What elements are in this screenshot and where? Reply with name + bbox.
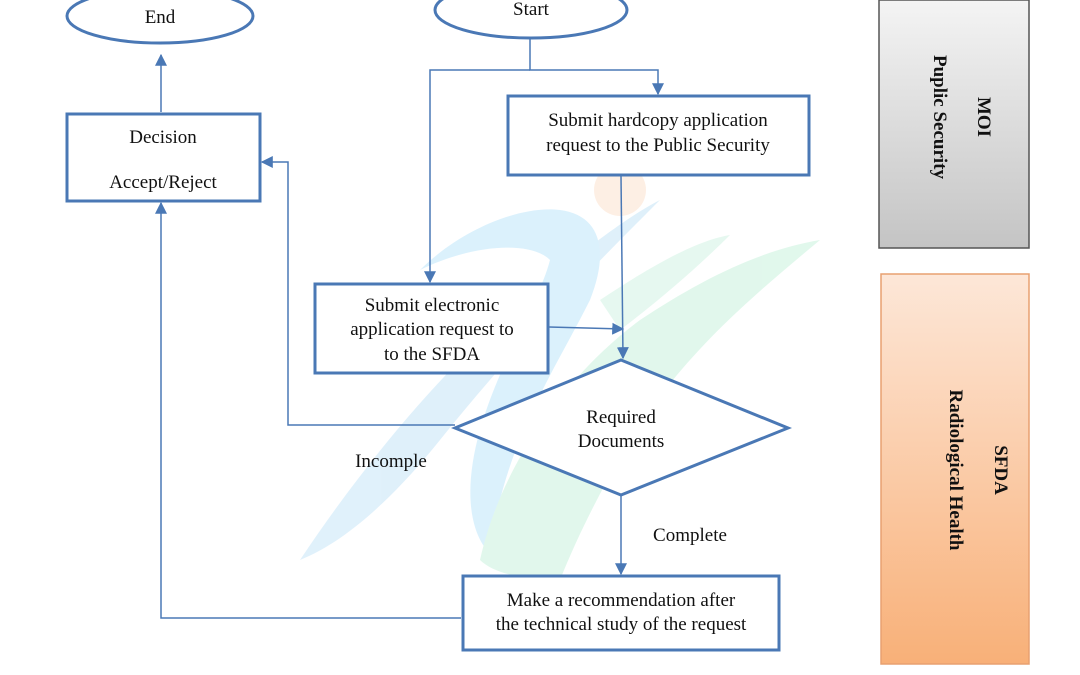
required-documents-label-line1: Required [586,407,656,428]
edge-label-complete: Complete [653,525,727,546]
recommendation-label-line2: the technical study of the request [496,614,747,635]
start-label: Start [513,0,550,20]
electronic-node: Submit electronic application request to… [313,282,550,375]
end-label: End [145,7,176,28]
recommendation-node: Make a recommendation after the technica… [461,574,781,652]
end-node: End [65,0,255,45]
edge-required-incomplete-to-decision [260,156,455,426]
electronic-label-line1: Submit electronic [365,295,500,316]
electronic-label-line2: application request to [350,319,514,340]
edge-start-to-electronic [424,69,530,284]
edge-recommendation-to-decision [155,201,461,619]
edge-label-incomplete: Incomple [355,451,427,472]
hardcopy-label-line2: request to the Public Security [546,135,770,156]
electronic-label-line3: to the SFDA [384,344,480,365]
sfda-lane-title: SFDA [990,445,1011,495]
moi-lane-title: MOI [973,97,994,137]
decision-node: Decision Accept/Reject [65,112,262,203]
start-node: Start [433,0,629,40]
decision-label-line1: Decision [129,127,197,148]
required-documents-node: Required Documents [451,358,793,497]
sfda-lane-subtitle: Radiological Health [945,390,966,551]
edge-electronic-to-required [548,322,625,335]
hardcopy-node: Submit hardcopy application request to t… [506,94,811,177]
hardcopy-label-line1: Submit hardcopy application [548,110,768,131]
required-documents-label-line2: Documents [578,431,665,452]
connectors [155,38,664,619]
recommendation-label-line1: Make a recommendation after [507,590,736,611]
edge-start-to-hardcopy [529,38,664,96]
moi-lane: MOI Puplic Security [878,0,1030,249]
sfda-lane: SFDA Radiological Health [880,273,1030,665]
decision-label-line2: Accept/Reject [109,172,217,193]
moi-lane-subtitle: Puplic Security [929,55,950,180]
